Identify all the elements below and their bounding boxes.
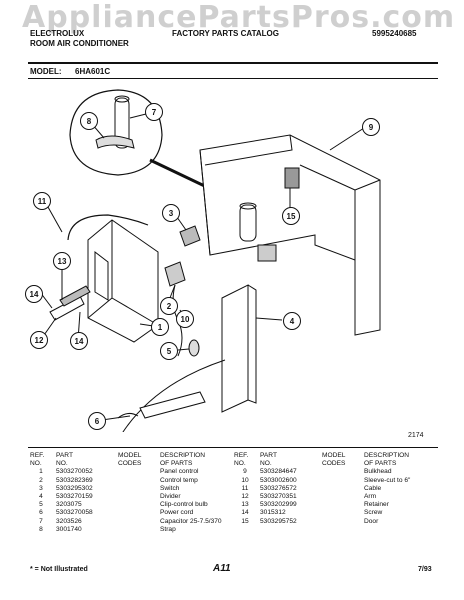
- col-ref-header: REF. NO.: [30, 452, 45, 468]
- header-rule: [28, 62, 438, 64]
- callout-14-lower: 14: [70, 332, 88, 350]
- watermark: AppliancePartsPros.com: [22, 0, 456, 35]
- strap-8: [95, 135, 135, 149]
- capacitor-7: [114, 97, 130, 149]
- parts-table-right: REF. NO. PART NO. MODEL CODES DESCRIPTIO…: [232, 452, 436, 526]
- table-rule: [28, 447, 438, 448]
- callout-13: 13: [53, 252, 71, 270]
- callout-4: 4: [283, 312, 301, 330]
- exploded-parts-diagram: [39, 89, 381, 432]
- clip-5: [188, 339, 200, 357]
- brand-line-1: ELECTROLUX: [30, 29, 85, 38]
- catalog-title: FACTORY PARTS CATALOG: [172, 29, 279, 38]
- callout-1: 1: [151, 318, 169, 336]
- parts-table-left: REF. NO. PART NO. MODEL CODES DESCRIPTIO…: [28, 452, 242, 534]
- callout-15: 15: [282, 207, 300, 225]
- control-box-1: [87, 219, 159, 343]
- catalog-number: 5995240685: [372, 29, 417, 38]
- col-desc-header: DESCRIPTION OF PARTS: [160, 452, 206, 468]
- switch-3: [179, 225, 201, 247]
- power-cord-6: [122, 359, 226, 432]
- model-rule: [28, 78, 438, 79]
- callout-2: 2: [160, 297, 178, 315]
- not-illustrated-note: * = Not Illustrated: [30, 566, 88, 573]
- col-ref-header: REF. NO.: [234, 452, 249, 468]
- divider-4: [221, 284, 249, 413]
- page-code: A11: [213, 563, 231, 574]
- callout-12: 12: [30, 331, 48, 349]
- callout-10: 10: [176, 310, 194, 328]
- callout-5: 5: [160, 342, 178, 360]
- col-model-header: MODEL CODES: [118, 452, 142, 468]
- inset-outline: [69, 89, 163, 176]
- col-part-header: PART NO.: [260, 452, 277, 468]
- col-model-header: MODEL CODES: [322, 452, 346, 468]
- callout-9: 9: [362, 118, 380, 136]
- callout-8: 8: [80, 112, 98, 130]
- callout-6: 6: [88, 412, 106, 430]
- date: 7/93: [418, 566, 432, 573]
- callout-14-upper: 14: [25, 285, 43, 303]
- model-label: MODEL:: [30, 67, 62, 76]
- callout-11: 11: [33, 192, 51, 210]
- callout-3: 3: [162, 204, 180, 222]
- capacitor-15: [239, 204, 257, 242]
- model-number: 6HA601C: [75, 67, 111, 76]
- callout-7: 7: [145, 103, 163, 121]
- brand-line-2: ROOM AIR CONDITIONER: [30, 39, 129, 48]
- drawing-number: 2174: [408, 432, 424, 439]
- cable-11: [67, 214, 149, 241]
- control-temp-2: [164, 261, 186, 287]
- col-desc-header: DESCRIPTION OF PARTS: [364, 452, 410, 468]
- col-part-header: PART NO.: [56, 452, 73, 468]
- retainer-13: [59, 285, 91, 307]
